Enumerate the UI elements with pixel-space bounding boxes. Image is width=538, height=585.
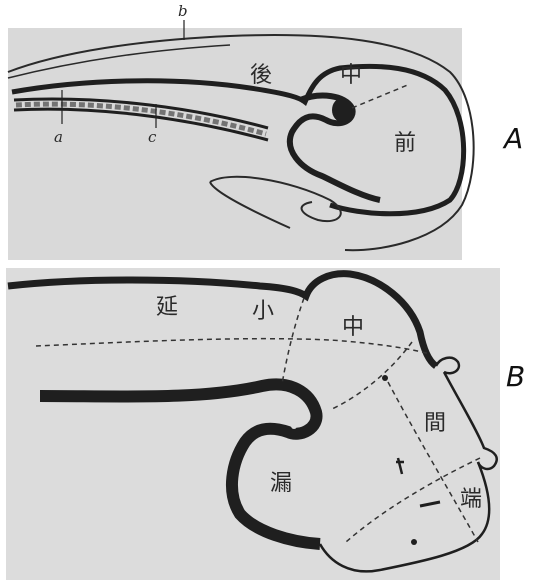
floor-pore (291, 423, 297, 429)
panel-b: 延 小 中 間 漏 端 B (0, 262, 538, 585)
region-end: 端 (460, 487, 482, 512)
region-mid-a: 中 (340, 63, 362, 88)
region-fore: 前 (394, 131, 416, 156)
region-hind: 後 (250, 63, 272, 88)
mark-3 (411, 539, 417, 545)
panel-b-drawing: 延 小 中 間 漏 端 B (0, 262, 538, 585)
region-mid-b: 中 (342, 315, 364, 340)
label-a: a (54, 128, 63, 146)
panel-letter-a: A (502, 122, 523, 155)
panel-letter-b: B (506, 360, 525, 393)
label-c: c (148, 128, 157, 146)
mark-4 (382, 375, 388, 381)
region-inter: 間 (424, 411, 446, 436)
region-medulla: 延 (156, 295, 178, 320)
panel-a-drawing: b a c 後 中 前 A (0, 0, 538, 262)
label-b: b (178, 2, 188, 20)
flexure-knob (332, 98, 352, 122)
panel-a: b a c 後 中 前 A (0, 0, 538, 262)
region-cerebellum: 小 (252, 299, 274, 324)
region-infundibulum: 漏 (270, 471, 292, 496)
